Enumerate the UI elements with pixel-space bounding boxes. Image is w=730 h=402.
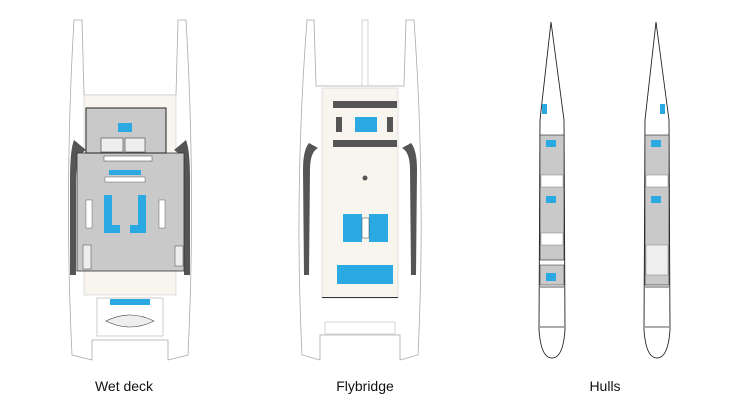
salon-sofa-left bbox=[104, 195, 120, 233]
hardtop-beam-aft bbox=[333, 140, 397, 147]
wet-deck-label: Wet deck bbox=[94, 378, 154, 394]
bar-counter bbox=[109, 170, 141, 175]
salon-sofa-right bbox=[130, 195, 146, 233]
dining-table bbox=[158, 199, 166, 229]
hulls-plan bbox=[538, 21, 671, 359]
flybridge-sofa-left bbox=[343, 214, 362, 242]
aft-sunpad bbox=[110, 299, 150, 305]
flybridge-sofa-right bbox=[369, 214, 388, 242]
side-table bbox=[85, 199, 93, 229]
wet-deck-plan bbox=[68, 19, 192, 361]
helm-seat bbox=[355, 117, 377, 132]
hardtop-beam-fore bbox=[333, 101, 397, 108]
wet-deck-bulkhead-left bbox=[70, 140, 86, 275]
cabin-bed bbox=[651, 140, 661, 147]
galley-table bbox=[118, 123, 132, 132]
port-hull bbox=[538, 21, 566, 359]
helm-wheel bbox=[362, 175, 368, 181]
tender-icon bbox=[105, 314, 155, 328]
cabin-bed bbox=[546, 196, 556, 203]
cabin-bed bbox=[546, 140, 556, 147]
cabin-bed bbox=[651, 196, 661, 203]
wet-deck-bulkhead-right bbox=[174, 140, 190, 275]
hulls-label: Hulls bbox=[589, 378, 621, 394]
flybridge-plan bbox=[298, 19, 422, 361]
flybridge-label: Flybridge bbox=[336, 378, 394, 394]
flybridge-sunpad bbox=[337, 265, 393, 284]
flybridge-bulkhead-left bbox=[303, 143, 318, 275]
flybridge-bulkhead-right bbox=[402, 143, 417, 275]
starboard-hull bbox=[643, 21, 671, 359]
